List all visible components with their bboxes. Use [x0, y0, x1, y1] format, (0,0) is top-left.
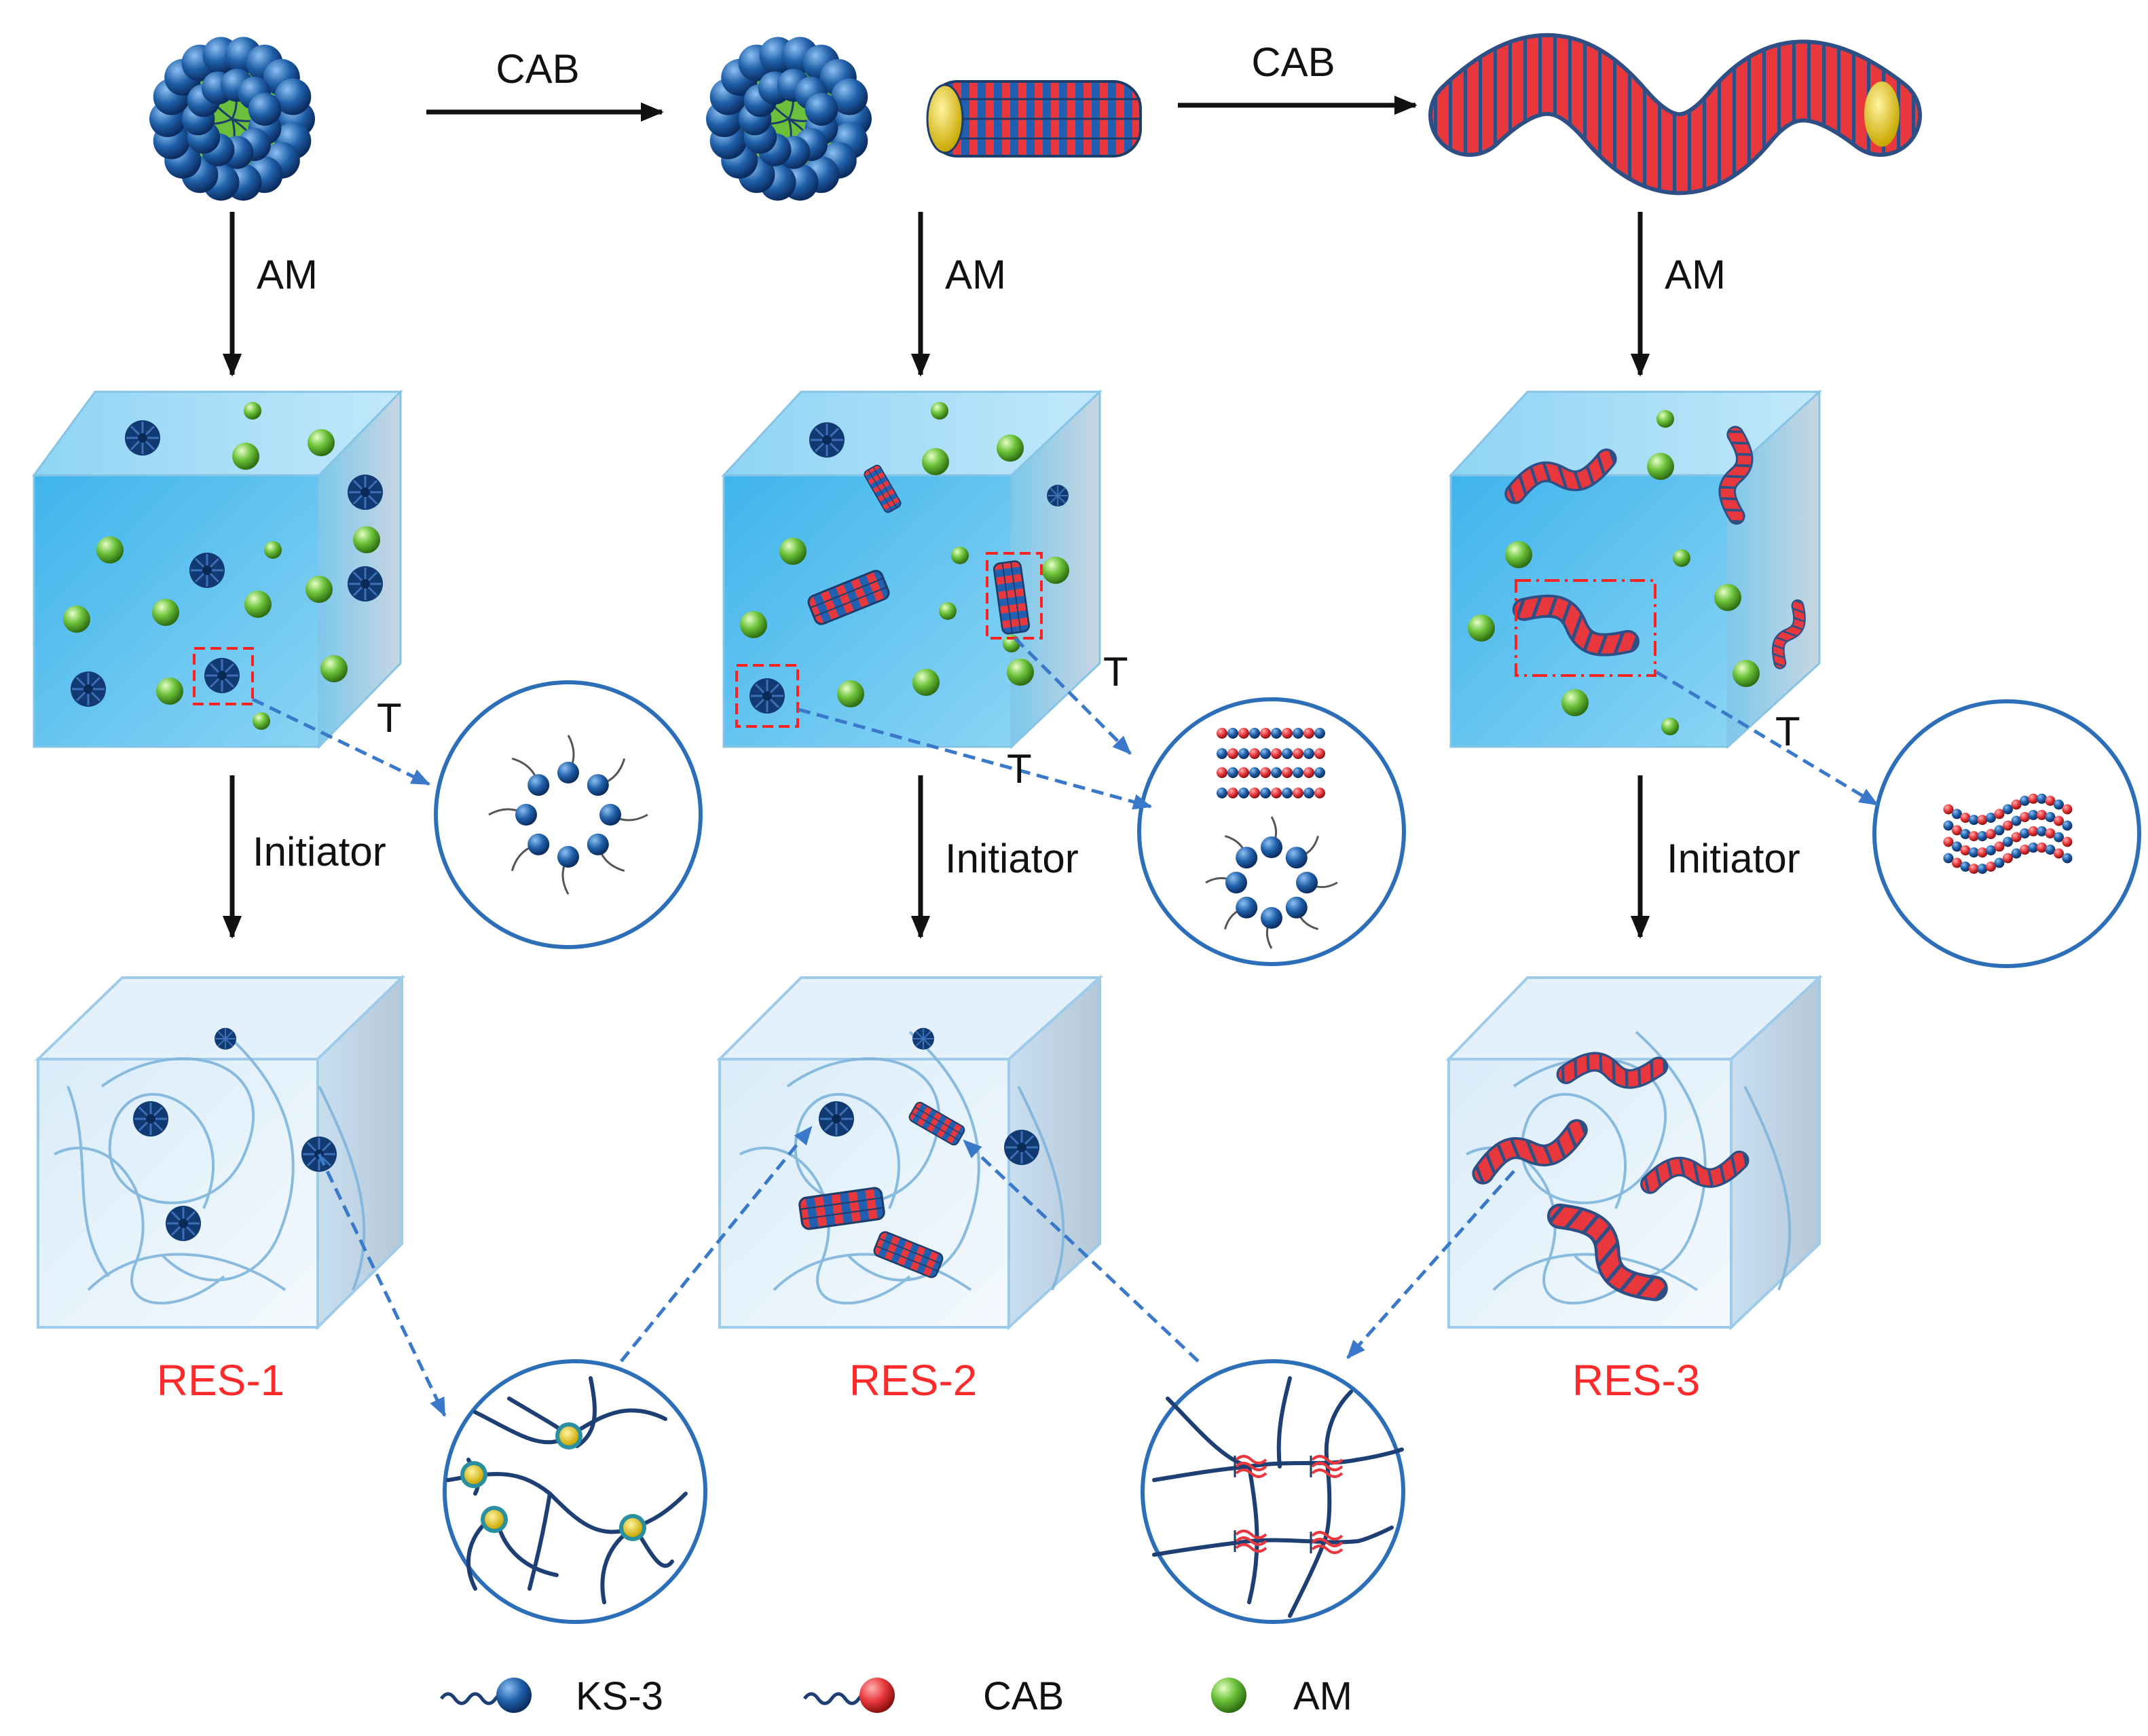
t-arrow-2a: T: [1014, 637, 1132, 755]
t-label-2a: T: [1103, 649, 1128, 695]
am-label-3: AM: [1665, 252, 1726, 297]
link-res3-to-zoom: [1346, 1170, 1515, 1359]
legend-label-am: AM: [1293, 1674, 1352, 1718]
legend-item-am: AM: [1211, 1674, 1352, 1718]
cylindrical-micelle: [926, 80, 1142, 158]
legend-item-ks3: KS-3: [439, 1674, 663, 1718]
am-arrow-1: AM: [222, 212, 318, 377]
legend-item-cab: CAB: [802, 1674, 1064, 1718]
link-res1-to-zoom: [317, 1153, 447, 1418]
initiator-label-1: Initiator: [253, 829, 386, 874]
zoom-circle-lamellar-2: [1137, 697, 1406, 966]
t-label-3: T: [1775, 709, 1800, 754]
cab-label-1: CAB: [496, 46, 579, 92]
monomer-cube-2: [721, 389, 1103, 750]
green-sphere-icon: [1211, 1678, 1246, 1713]
initiator-arrow-2: Initiator: [910, 775, 1079, 939]
t-label-2b: T: [1007, 746, 1032, 792]
t-arrow-2b: T: [798, 707, 1153, 810]
res-1-label: RES-1: [157, 1356, 285, 1405]
wormlike-micelle: [1428, 33, 1922, 196]
res-3-label: RES-3: [1572, 1356, 1701, 1405]
am-label-2: AM: [945, 252, 1006, 297]
highlight-box-micelle-1: [193, 647, 254, 705]
link-zoom-to-res2-rod: [963, 1139, 1200, 1363]
initiator-arrow-3: Initiator: [1630, 775, 1800, 939]
monomer-cube-3: [1448, 389, 1822, 750]
highlight-box-worm-3: [1515, 579, 1656, 677]
cab-arrow-1: CAB: [426, 46, 664, 122]
legend: KS-3 CAB AM: [439, 1674, 1352, 1718]
am-arrow-3: AM: [1630, 212, 1726, 377]
gel-cube-res-3: [1445, 974, 1823, 1331]
initiator-arrow-1: Initiator: [222, 775, 386, 939]
mixed-micelle-and-rod: [706, 37, 1142, 201]
zoom-circle-micelle-1: [434, 680, 703, 949]
zoom-circle-wormlike-3: [1872, 699, 2141, 968]
initiator-label-2: Initiator: [945, 836, 1079, 881]
network-zoom-micellar-crosslink: [443, 1359, 707, 1624]
gel-cube-res-1: [35, 974, 405, 1331]
initiator-label-3: Initiator: [1667, 836, 1800, 881]
legend-label-ks3: KS-3: [576, 1674, 663, 1718]
am-label-1: AM: [257, 252, 318, 297]
highlight-box-micelle-2: [735, 664, 799, 728]
legend-label-cab: CAB: [983, 1674, 1064, 1718]
t-label-1: T: [377, 695, 402, 741]
gel-cube-res-2: [716, 974, 1104, 1331]
network-zoom-worm-crosslink: [1141, 1359, 1405, 1624]
monomer-cube-1: [32, 389, 403, 750]
cab-label-2: CAB: [1251, 39, 1335, 85]
ks3-spherical-micelle: [149, 37, 315, 201]
t-arrow-1: T: [251, 695, 431, 786]
t-arrow-3: T: [1655, 670, 1879, 807]
res-2-label: RES-2: [849, 1356, 978, 1405]
cab-arrow-2: CAB: [1178, 39, 1418, 115]
highlight-box-rod-2: [986, 552, 1043, 640]
am-arrow-2: AM: [910, 212, 1006, 377]
link-zoom-to-res2-micelle: [620, 1126, 813, 1363]
